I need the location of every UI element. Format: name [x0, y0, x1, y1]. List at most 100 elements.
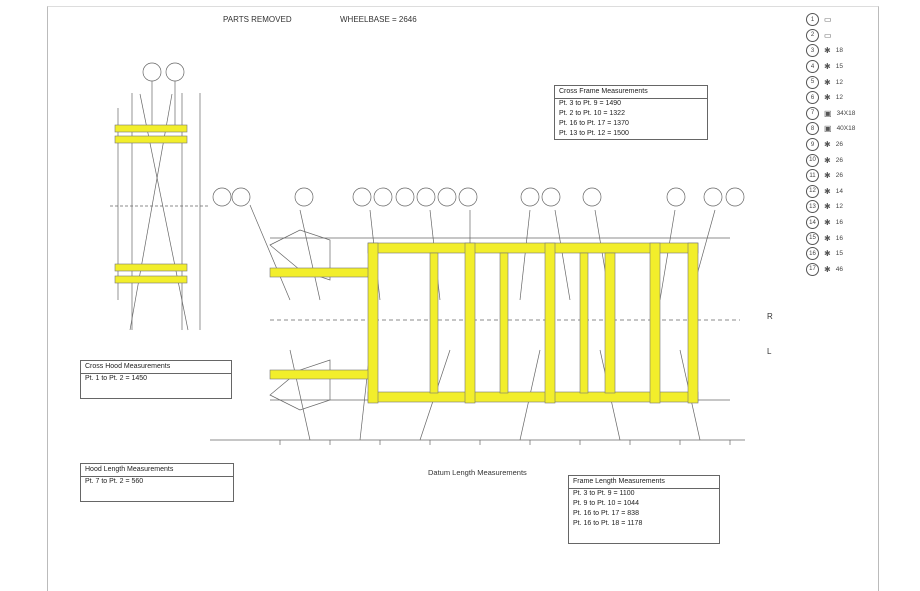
frame-length-measurements-box: Frame Length Measurements Pt. 3 to Pt. 9…: [568, 475, 720, 544]
frame-length-title: Frame Length Measurements: [569, 476, 719, 489]
bolt-icon: ✱: [824, 186, 831, 196]
hood-point-1: [142, 62, 162, 82]
legend-value: 16: [835, 234, 843, 242]
legend-value: 16: [835, 219, 843, 227]
legend-value: 15: [835, 63, 843, 71]
legend-row: 9✱26: [806, 137, 878, 153]
legend-number: 2: [806, 28, 819, 42]
legend-value: 46: [835, 265, 843, 273]
hood-lower-beam: [114, 263, 188, 272]
bolt-icon: ✱: [824, 218, 831, 228]
bolt-icon: ✱: [824, 140, 831, 150]
crossmember-2: [464, 242, 476, 404]
point-4: [231, 187, 251, 207]
cross-frame-row: Pt. 2 to Pt. 10 = 1322: [559, 110, 625, 117]
point-14: [582, 187, 602, 207]
cross-frame-row: Pt. 3 to Pt. 9 = 1490: [559, 100, 622, 107]
hood-length-title: Hood Length Measurements: [81, 464, 233, 477]
cross-frame-row: Pt. 13 to Pt. 12 = 1500: [559, 130, 629, 137]
point-8: [395, 187, 415, 207]
legend-row: 3✱18: [806, 43, 878, 59]
front-left-rail: [269, 267, 371, 278]
crossmember-6: [687, 242, 699, 404]
legend-row: 10✱26: [806, 152, 878, 168]
legend-number: 7: [806, 106, 819, 120]
legend-value: 12: [835, 203, 843, 211]
legend-row: 5 ✱ 12: [806, 74, 878, 90]
frame-length-row: Pt. 16 to Pt. 17 = 838: [573, 510, 639, 517]
legend-number: 1: [806, 13, 819, 27]
legend-number: 17: [806, 262, 819, 276]
point-15: [666, 187, 686, 207]
cross-hood-measurements-box: Cross Hood Measurements Pt. 1 to Pt. 2 =…: [80, 360, 232, 399]
datum-length-caption: Datum Length Measurements: [428, 468, 527, 477]
wheelbase-label: WHEELBASE = 2646: [340, 15, 417, 24]
legend-value: 18: [835, 47, 843, 55]
legend-row: 1▭: [806, 12, 878, 28]
crossmember-4: [604, 252, 616, 394]
legend-value: 40X18: [836, 125, 856, 133]
parts-removed-label: PARTS REMOVED: [223, 15, 292, 24]
point-17: [725, 187, 745, 207]
bracket-icon: ▭: [824, 30, 832, 40]
hole-icon: ▣: [824, 124, 832, 134]
hood-length-row: Pt. 7 to Pt. 2 = 560: [85, 478, 144, 485]
legend-number: 10: [806, 153, 819, 167]
hood-length-measurements-box: Hood Length Measurements Pt. 7 to Pt. 2 …: [80, 463, 234, 502]
legend-value: 26: [835, 156, 843, 164]
legend-row: 16 ✱ 15: [806, 246, 878, 262]
bolt-icon: ✱: [824, 249, 831, 259]
point-7: [373, 187, 393, 207]
crossmember-1: [367, 242, 379, 404]
cross-hood-row: Pt. 1 to Pt. 2 = 1450: [85, 375, 148, 382]
legend-row: 6✱12: [806, 90, 878, 106]
point-5: [294, 187, 314, 207]
cross-frame-title: Cross Frame Measurements: [555, 86, 707, 99]
bolt-icon: ✱: [824, 93, 831, 103]
point-11: [458, 187, 478, 207]
legend-value: 12: [835, 78, 843, 86]
right-side-label: R: [767, 312, 773, 321]
point-6: [352, 187, 372, 207]
legend-number: 11: [806, 169, 819, 183]
main-left-rail: [367, 242, 699, 254]
hood-upper-beam: [114, 124, 188, 133]
point-3: [212, 187, 232, 207]
legend-row: 2▭: [806, 28, 878, 44]
frame-length-row: Pt. 16 to Pt. 18 = 1178: [573, 520, 643, 527]
point-12: [520, 187, 540, 207]
point-legend: 1▭ 2▭ 3✱18 4✱15 5✱12 6✱12 7▣34X18 8▣40X1…: [806, 12, 878, 277]
legend-number: 8: [806, 122, 819, 136]
bolt-icon: ✱: [824, 77, 831, 87]
cross-hood-title: Cross Hood Measurements: [81, 361, 231, 374]
left-side-label: L: [767, 347, 772, 356]
legend-row: 12✱14: [806, 184, 878, 200]
legend-number: 5: [806, 75, 819, 89]
crossmember-3: [544, 242, 556, 404]
legend-number: 16: [806, 247, 819, 261]
legend-row: 8 ▣ 40X18: [806, 121, 878, 137]
frame-length-row: Pt. 9 to Pt. 10 = 1044: [573, 500, 639, 507]
crossmember-5: [649, 242, 661, 404]
legend-number: 4: [806, 60, 819, 74]
bolt-icon: ✱: [824, 202, 831, 212]
bolt-icon: ✱: [824, 62, 831, 72]
point-9: [416, 187, 436, 207]
bracket-icon: ▭: [824, 15, 832, 25]
bolt-icon: ✱: [824, 233, 831, 243]
legend-row: 4 ✱ 15: [806, 59, 878, 75]
legend-number: 14: [806, 216, 819, 230]
bolt-icon: ✱: [824, 171, 831, 181]
bolt-icon: ✱: [824, 264, 831, 274]
frame-length-row: Pt. 3 to Pt. 9 = 1100: [573, 490, 635, 497]
legend-number: 13: [806, 200, 819, 214]
legend-value: 14: [835, 187, 843, 195]
point-10: [437, 187, 457, 207]
legend-row: 17 ✱ 46: [806, 262, 878, 278]
point-16: [703, 187, 723, 207]
point-13: [541, 187, 561, 207]
legend-value: 15: [835, 250, 843, 258]
legend-row: 14 ✱ 16: [806, 215, 878, 231]
legend-row: 15✱16: [806, 230, 878, 246]
